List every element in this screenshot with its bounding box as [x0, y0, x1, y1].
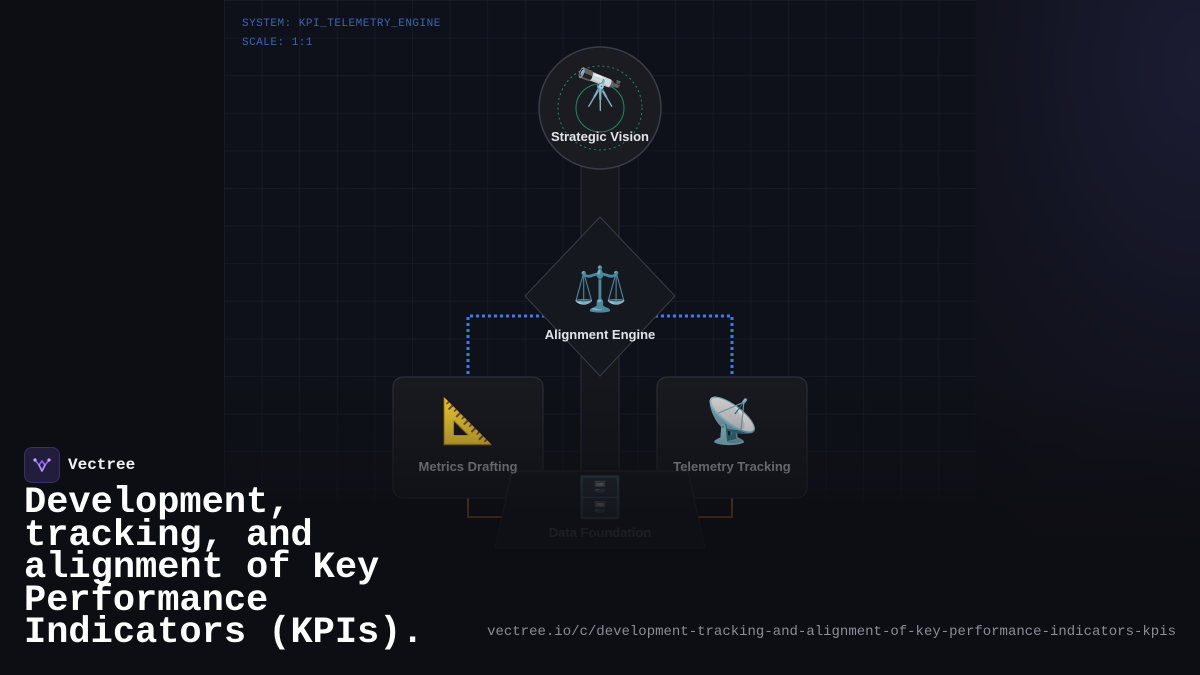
telescope-icon: 🔭: [575, 68, 625, 112]
file-cabinet-icon: 🗄️: [575, 476, 625, 520]
balance-scale-icon: ⚖️: [572, 265, 628, 314]
telemetry-tracking-label: Telemetry Tracking: [673, 459, 791, 474]
metrics-drafting-label: Metrics Drafting: [418, 459, 518, 474]
radar-ring-outer: [557, 65, 643, 151]
alignment-engine-label: Alignment Engine: [544, 327, 656, 342]
brand-name: Vectree: [68, 456, 136, 474]
connector-alignment-telemetry: [655, 314, 734, 378]
vectree-logo-icon: [24, 447, 60, 483]
connector-alignment-metrics: [466, 314, 545, 378]
alignment-engine-diamond: [524, 216, 676, 377]
strategic-vision-label: Strategic Vision: [550, 129, 649, 144]
data-foundation-label: Data Foundation: [548, 525, 652, 540]
page-url[interactable]: vectree.io/c/development-tracking-and-al…: [487, 624, 1176, 640]
page-headline: Development, tracking, and alignment of …: [24, 482, 424, 654]
scale-label: SCALE: 1:1: [242, 37, 314, 49]
triangular-ruler-icon: 📐: [440, 397, 496, 446]
system-label: SYSTEM: KPI_TELEMETRY_ENGINE: [242, 18, 441, 30]
satellite-dish-icon: 📡: [704, 397, 760, 446]
brand: Vectree: [24, 447, 135, 483]
